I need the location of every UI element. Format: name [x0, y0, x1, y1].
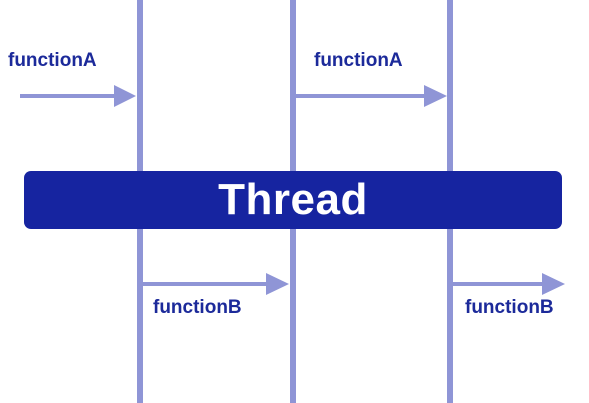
arrow-functionB-1 [143, 273, 289, 295]
arrow-functionB-2 [453, 273, 565, 295]
function-b-label-1: functionB [153, 297, 242, 318]
arrow-functionA-2 [296, 85, 447, 107]
function-a-label-1: functionA [8, 50, 97, 71]
function-a-label-2: functionA [314, 50, 403, 71]
arrow-functionA-1 [20, 85, 136, 107]
thread-label: Thread [218, 175, 368, 224]
thread-bar: Thread [24, 171, 562, 229]
function-b-label-2: functionB [465, 297, 554, 318]
